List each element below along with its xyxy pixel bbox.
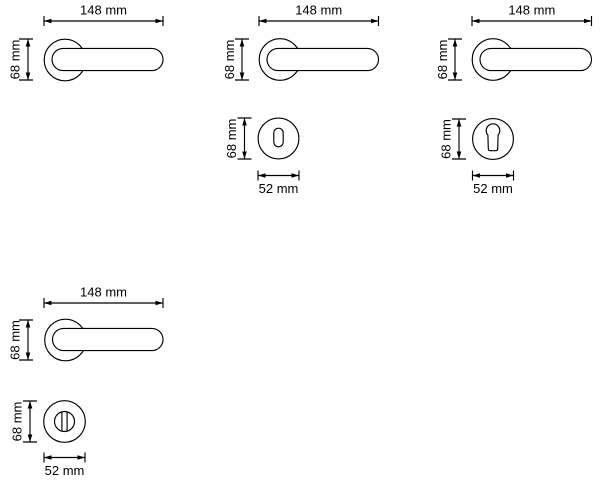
arrowhead-right-icon [371,18,379,24]
lever-keyhole-icon [273,127,284,148]
lever-outline [266,47,380,72]
width-dimension: 148 mm [471,3,593,26]
width-dimension: 148 mm [258,3,380,26]
height-dimension-label: 68 mm [222,40,237,80]
width-dimension: 52 mm [471,170,515,196]
group-handle-euro-cylinder: 148 mm 68 mm 68 mm 52 mm [435,3,593,196]
width-dimension-label: 52 mm [45,463,85,478]
arrowhead-up-icon [242,118,247,126]
dimension-line [471,16,593,26]
arrowhead-right-icon [77,455,85,460]
width-dimension: 52 mm [257,170,300,196]
width-dimension: 148 mm [43,3,164,26]
wc-turn-escutcheon: 68 mm 52 mm [10,400,86,478]
height-dimension-label: 68 mm [435,40,450,80]
width-dimension-label: 148 mm [508,3,555,18]
arrowhead-right-icon [291,173,299,178]
height-dimension: 68 mm [439,118,466,160]
euro-cylinder-escutcheon: 68 mm 52 mm [439,118,515,196]
arrowhead-down-icon [456,151,462,159]
arrowhead-right-icon [506,173,514,178]
arrowhead-left-icon [44,455,52,460]
lever-outline [51,327,164,352]
dimension-line [43,16,164,26]
arrowhead-left-icon [258,173,266,178]
dimension-line [43,298,164,308]
lever-outline [51,47,164,72]
arrowhead-up-icon [452,39,458,47]
height-dimension: 68 mm [8,38,33,81]
height-dimension-label: 68 mm [439,119,454,159]
thumbturn-circle-icon [53,410,76,433]
width-dimension-label: 52 mm [259,181,299,196]
arrowhead-up-icon [25,320,31,328]
width-dimension-label: 148 mm [295,3,342,18]
arrowhead-right-icon [155,300,163,306]
arrowhead-down-icon [25,352,31,360]
height-dimension: 68 mm [10,400,37,443]
arrowhead-down-icon [25,72,31,80]
width-dimension: 148 mm [43,285,164,308]
height-dimension: 68 mm [224,117,252,160]
width-dimension-label: 52 mm [473,181,513,196]
group-handle-keyhole: 148 mm 68 mm 68 mm 52 mm [222,3,380,196]
dimension-line [258,16,380,26]
arrowhead-up-icon [27,401,33,409]
arrowhead-left-icon [472,173,480,178]
arrowhead-left-icon [259,18,267,24]
arrowhead-up-icon [456,119,462,127]
euro-cylinder-keyhole-icon [485,123,501,152]
height-dimension-label: 68 mm [10,402,25,442]
arrowhead-right-icon [155,18,163,24]
arrowhead-down-icon [452,72,458,80]
arrowhead-down-icon [239,72,245,80]
keyhole-escutcheon: 68 mm 52 mm [224,117,300,196]
arrowhead-left-icon [44,300,52,306]
arrowhead-right-icon [584,18,592,24]
height-dimension: 68 mm [8,319,33,361]
arrowhead-down-icon [27,434,33,442]
lever-outline [479,47,593,72]
height-dimension-label: 68 mm [224,119,239,159]
arrowhead-up-icon [239,39,245,47]
height-dimension: 68 mm [435,38,462,81]
group-handle-plain-rose: 148 mm 68 mm [8,3,164,82]
height-dimension: 68 mm [222,38,249,81]
arrowhead-left-icon [472,18,480,24]
height-dimension-label: 68 mm [8,320,23,360]
thumbturn-bar-icon [61,412,68,431]
width-dimension: 52 mm [43,452,86,478]
arrowhead-up-icon [25,39,31,47]
width-dimension-label: 148 mm [80,3,127,18]
group-handle-wc-turn: 148 mm 68 mm 68 mm 52 mm [8,285,164,478]
arrowhead-left-icon [44,18,52,24]
height-dimension-label: 68 mm [8,40,23,80]
width-dimension-label: 148 mm [80,285,127,300]
arrowhead-down-icon [242,151,247,159]
